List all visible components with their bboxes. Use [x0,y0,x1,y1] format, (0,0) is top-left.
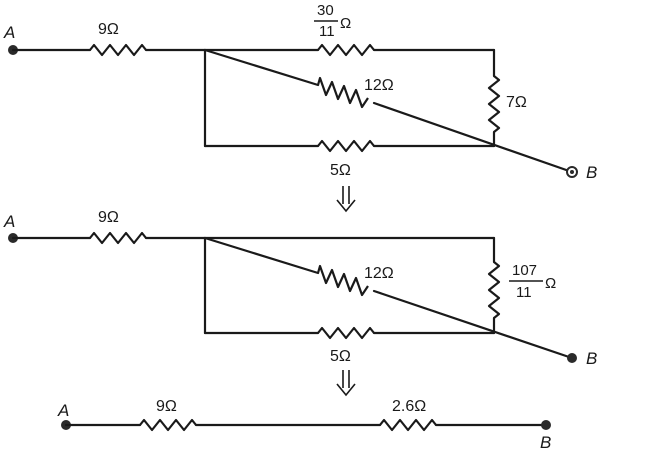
wire [372,101,574,174]
double-arrow-down-icon [336,186,356,213]
node-a-label: A [3,23,15,42]
node-b-dot-center [570,170,574,174]
node-a-label: A [3,212,15,231]
wire [372,289,574,360]
resistor-12-ohm [316,264,369,297]
resistor-5-ohm-label: 5Ω [330,348,351,365]
node-b-dot [567,353,577,363]
resistor-9-ohm [89,231,147,245]
node-b-label: B [540,433,551,452]
resistor-5-ohm [317,326,375,340]
resistor-107-11-unit: Ω [545,275,556,292]
wire [203,236,320,275]
resistor-30-11-den: 11 [319,23,335,40]
resistor-9-ohm-label: 9Ω [156,398,177,415]
resistor-12-ohm-label: 12Ω [364,265,394,282]
circuit-3: A 9Ω 2.6Ω B [57,398,551,452]
resistor-2-6-ohm [379,418,437,432]
resistor-9-ohm-label: 9Ω [98,209,119,226]
resistor-2-6-ohm-label: 2.6Ω [392,398,426,415]
wire [203,48,320,87]
node-b-label: B [586,349,597,368]
resistor-5-ohm-label: 5Ω [330,162,351,179]
resistor-9-ohm-label: 9Ω [98,21,119,38]
circuit-1: A 9Ω 30 11 Ω 7Ω 5Ω 12Ω B [3,2,597,182]
resistor-12-ohm-label: 12Ω [364,77,394,94]
resistor-107-11-ohm [487,261,501,319]
node-a-label: A [57,401,69,420]
double-arrow-down-icon [336,370,356,397]
resistor-12-ohm [316,76,369,109]
resistor-30-11-ohm [317,43,375,57]
resistor-5-ohm [317,139,375,153]
resistor-30-11-num: 30 [317,2,334,19]
resistor-9-ohm [139,418,197,432]
resistor-7-ohm-label: 7Ω [506,94,527,111]
resistor-30-11-unit: Ω [340,15,351,32]
resistor-9-ohm [89,43,147,57]
resistor-107-11-num: 107 [512,262,537,279]
resistor-7-ohm [487,75,501,133]
node-b-label: B [586,163,597,182]
node-b-dot [541,420,551,430]
resistor-107-11-den: 11 [516,284,532,301]
circuit-2: A 9Ω 107 11 Ω 5Ω 12Ω B [3,209,597,368]
